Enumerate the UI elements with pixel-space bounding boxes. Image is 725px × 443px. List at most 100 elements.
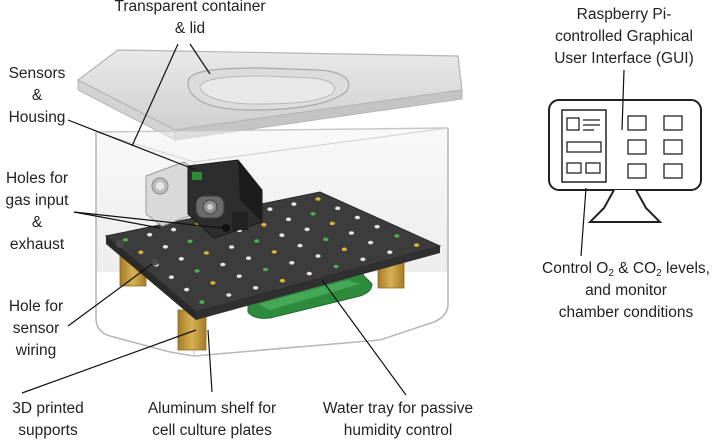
label-line: Raspberry Pi- [576,6,672,23]
wall-holes [116,240,159,266]
shelf-hole [122,238,129,242]
label-line: chamber conditions [558,304,694,321]
shelf-hole [341,247,347,252]
shelf-hole [138,250,144,255]
shelf-hole [306,271,312,276]
shelf-hole [310,212,316,216]
shelf-hole [171,227,177,232]
label-control-levels: Control O2 & CO2 levels, and monitor cha… [530,258,722,324]
label-line: humidity control [343,422,453,439]
shelf-hole [414,243,420,247]
label-hole-wiring: Hole for sensor wiring [2,296,70,362]
shelf-hole [329,221,335,226]
shelf-hole [291,202,297,206]
shelf-hole [289,261,295,265]
shelf-hole [187,239,193,244]
shelf-hole [203,251,209,255]
shelf-hole [261,223,267,227]
shelf-hole [262,267,269,272]
shelf-hole [387,250,393,254]
label-line: exhaust [9,236,65,253]
shelf-hole [229,245,235,249]
label-line: sensor [12,320,60,337]
leader-sensors [67,119,197,171]
label-line: gas input [5,192,69,209]
leader-container-lid [189,43,211,75]
shelf-hole [368,240,374,245]
subscript-o2: 2 [608,268,614,279]
label-gui: Raspberry Pi- controlled Graphical User … [534,4,714,70]
label-line: Aluminum shelf for [147,400,277,417]
shelf-hole [304,227,310,232]
shelf-hole [254,239,260,243]
shelf-hole [315,254,321,258]
label-control-line1: Control O2 & CO2 levels, [530,258,722,280]
leader-container-body [131,43,179,147]
label-line: Holes for [5,170,69,187]
shelf-hole [226,293,232,297]
label-aluminum-shelf: Aluminum shelf for cell culture plates [134,398,290,442]
subscript-co2: 2 [656,268,662,279]
gui-monitor [548,99,702,223]
label-line: cell culture plates [152,422,272,439]
label-line: Transparent container [114,0,266,15]
label-line: & [31,87,43,104]
container-lid [76,49,463,141]
label-line: Housing [8,109,66,126]
aluminum-shelf [104,191,442,320]
shelf-hole [374,224,380,229]
shelf-hole [271,250,277,254]
label-line: Hole for [8,298,64,315]
shelf-hole [220,262,226,267]
leader-lines [21,43,625,396]
shelf-hole [323,237,329,242]
label-line: 3D printed [12,400,84,417]
leader-tray [321,279,407,396]
shelf-hole [147,232,153,237]
shelf-hole [297,243,303,248]
label-line: User Interface (GUI) [554,50,694,67]
shelf-hole [279,233,285,237]
shelf-hole [333,264,339,269]
label-control-pre: Control O [542,260,609,277]
label-line: Sensors [8,65,66,82]
leader-gui [621,69,625,131]
shelf-hole [354,215,360,220]
label-line: & [31,214,43,231]
shelf-hole [236,274,242,279]
shelf-hole [394,234,400,238]
label-sensors-housing: Sensors & Housing [2,63,72,129]
label-line: & lid [174,20,206,37]
label-holes-gas: Holes for gas input & exhaust [0,168,74,256]
label-control-post: levels, [661,260,710,277]
leader-shelf [207,329,213,393]
shelf-hole [285,217,292,222]
label-transparent-container: Transparent container & lid [96,0,284,40]
label-line: Water tray for passive [322,400,474,417]
shelf-hole [253,286,259,290]
label-line: wiring [15,342,57,359]
shelf-hole [267,207,273,211]
shelf-hole [245,256,252,261]
leader-supports [21,329,197,394]
shelf-hole [348,231,354,235]
shelf-hole [335,206,341,211]
label-line: controlled Graphical [555,28,693,45]
shelf-hole [162,245,168,249]
label-control-mid: & CO [613,260,657,277]
label-water-tray: Water tray for passive humidity control [306,398,490,442]
label-line: supports [18,422,78,439]
leader-wiring-hole [67,263,153,327]
leader-gas-hole-1 [73,211,161,229]
shelf-hole [168,275,174,280]
shelf-hole [360,257,366,262]
label-3d-supports: 3D printed supports [0,398,96,442]
shelf-hole [210,281,216,285]
shelf-hole [184,287,190,292]
label-line: and monitor [585,282,667,299]
leader-gas-hole-2 [73,211,223,229]
leader-control [580,187,587,257]
shelf-hole [315,197,321,201]
